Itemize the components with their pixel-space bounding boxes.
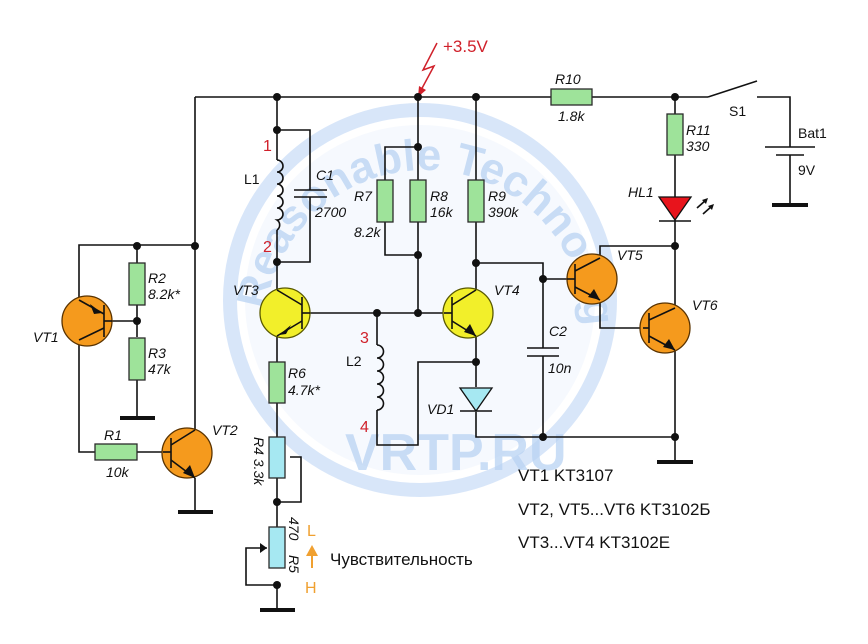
resistor-r7: [376, 179, 394, 223]
r6-name: R6: [288, 365, 306, 381]
resistor-r10: [550, 88, 593, 106]
sensitivity-label: Чувствительность: [330, 550, 473, 569]
bat1-value: 9V: [798, 162, 816, 178]
c1-value: 2700: [314, 204, 346, 220]
r3-name: R3: [148, 345, 166, 361]
capacitor-c1: [294, 189, 327, 198]
r3-value: 47k: [148, 361, 172, 377]
r11-name: R11: [686, 122, 711, 138]
bat1-label: Bat1: [798, 125, 827, 141]
c2-name: C2: [549, 323, 567, 339]
r1-name: R1: [104, 427, 122, 443]
r6-value: 4.7k*: [288, 382, 320, 398]
note-line-3: VT3...VT4 KT3102E: [518, 533, 670, 552]
vd1-label: VD1: [427, 401, 454, 417]
supply-tap-marker: [418, 42, 438, 97]
led-hl1: [657, 196, 714, 222]
l1-label: L1: [244, 171, 260, 187]
resistor-r3: [128, 337, 146, 381]
r2-name: R2: [148, 270, 166, 286]
resistor-r5: [268, 526, 286, 569]
inductor-l1: [274, 159, 284, 231]
r2-value: 8.2k*: [148, 286, 180, 302]
r11-value: 330: [686, 138, 710, 154]
r5-name: R5: [286, 555, 302, 573]
l2-pin-3: 3: [360, 330, 369, 347]
transistor-vt2: [161, 427, 213, 479]
junctions: [133, 93, 679, 589]
vt1-label: VT1: [33, 329, 59, 345]
note-line-1: VT1 KT3107: [518, 466, 613, 485]
l1-pin-2: 2: [263, 239, 272, 256]
vt4-label: VT4: [494, 282, 520, 298]
inductor-l2: [376, 344, 385, 411]
transistor-vt4: [442, 287, 494, 339]
resistor-r11: [666, 113, 684, 156]
diode-vd1: [458, 387, 494, 413]
r7-name: R7: [354, 188, 373, 204]
r4-label: R4 3.3k: [251, 437, 267, 486]
resistor-r6: [268, 361, 286, 404]
r5-wiper-arrow: [260, 543, 267, 553]
switch-s1: [707, 80, 758, 98]
sensitivity-high: H: [305, 580, 317, 597]
resistor-r2: [128, 262, 146, 306]
capacitor-c2: [527, 347, 559, 357]
s1-label: S1: [729, 103, 746, 119]
resistor-r8: [409, 179, 427, 223]
l2-label: L2: [346, 353, 362, 369]
r10-name: R10: [555, 71, 581, 87]
r8-value: 16k: [430, 204, 454, 220]
vt3-label: VT3: [233, 282, 259, 298]
vt2-label: VT2: [212, 422, 238, 438]
watermark-site: VRTP.RU: [345, 424, 567, 482]
hl1-label: HL1: [628, 184, 654, 200]
l1-pin-1: 1: [263, 138, 272, 155]
sensitivity-low: L: [307, 523, 316, 540]
r7-value: 8.2k: [354, 224, 381, 240]
transistor-vt6: [639, 302, 691, 354]
resistor-r1: [94, 443, 138, 461]
sensitivity-arrow-icon: [306, 545, 318, 568]
vt6-label: VT6: [692, 297, 718, 313]
r8-name: R8: [430, 188, 448, 204]
resistor-r4: [268, 436, 286, 479]
transistor-vt1: [61, 295, 113, 347]
r1-value: 10k: [106, 464, 130, 480]
r10-value: 1.8k: [558, 108, 585, 124]
transistor-vt5: [566, 253, 618, 305]
r9-value: 390k: [488, 204, 519, 220]
transistor-vt3: [259, 287, 311, 339]
r9-name: R9: [488, 188, 506, 204]
resistor-r9: [467, 179, 485, 223]
c1-name: C1: [316, 167, 334, 183]
r5-value: 470: [286, 517, 302, 541]
l2-pin-4: 4: [360, 419, 369, 436]
c2-value: 10n: [548, 360, 572, 376]
note-line-2: VT2, VT5...VT6 KT3102Б: [518, 500, 711, 519]
supply-tap-label: +3.5V: [443, 37, 489, 56]
vt5-label: VT5: [617, 247, 643, 263]
